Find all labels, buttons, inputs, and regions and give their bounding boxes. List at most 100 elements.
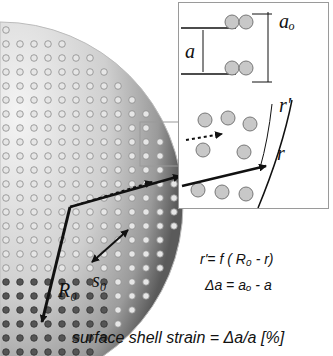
atom	[129, 279, 136, 286]
atom	[31, 335, 38, 342]
atom	[59, 69, 66, 76]
atom	[59, 335, 66, 342]
atom	[157, 237, 164, 244]
atom	[87, 181, 94, 188]
atom	[31, 223, 38, 230]
atom	[87, 125, 94, 132]
atom	[17, 69, 24, 76]
dimension-line	[252, 82, 272, 83]
atom	[45, 209, 52, 216]
formula: r'= f ( R₀ - r)	[200, 252, 274, 266]
atom	[87, 223, 94, 230]
atom	[129, 237, 136, 244]
atom	[157, 265, 164, 272]
atom	[3, 83, 10, 90]
atom	[143, 111, 150, 118]
atom	[59, 41, 66, 48]
atom	[17, 237, 24, 244]
atom	[73, 237, 80, 244]
atom	[73, 153, 80, 160]
atom-grid	[3, 27, 178, 356]
atom	[17, 125, 24, 132]
atom	[129, 307, 136, 314]
atom	[3, 223, 10, 230]
atom	[3, 153, 10, 160]
atom	[115, 279, 122, 286]
atom	[45, 335, 52, 342]
atom	[31, 293, 38, 300]
atom	[87, 293, 94, 300]
atom	[45, 139, 52, 146]
atom	[115, 111, 122, 118]
dimension-line	[252, 14, 272, 15]
atom	[101, 111, 108, 118]
atom	[31, 111, 38, 118]
atom	[31, 167, 38, 174]
atom	[17, 41, 24, 48]
atom	[59, 111, 66, 118]
atom	[129, 167, 136, 174]
atom	[87, 69, 94, 76]
atom	[59, 209, 66, 216]
atom	[3, 265, 10, 272]
atom	[73, 97, 80, 104]
half-sphere	[0, 22, 183, 356]
atom	[45, 223, 52, 230]
atom	[171, 181, 178, 188]
atom	[143, 265, 150, 272]
atom	[87, 237, 94, 244]
atom	[157, 223, 164, 230]
radius-vector	[182, 166, 266, 186]
atom	[87, 349, 94, 356]
atom	[143, 125, 150, 132]
atom	[31, 181, 38, 188]
atom	[31, 251, 38, 258]
atom	[73, 139, 80, 146]
atom	[17, 83, 24, 90]
atom	[143, 195, 150, 202]
atom	[87, 83, 94, 90]
atom	[129, 293, 136, 300]
atom	[129, 181, 136, 188]
atom	[45, 55, 52, 62]
atom	[31, 69, 38, 76]
atom	[17, 167, 24, 174]
atom	[171, 223, 178, 230]
atom	[143, 293, 150, 300]
atom	[3, 167, 10, 174]
atom	[17, 223, 24, 230]
atom	[31, 55, 38, 62]
atom	[73, 83, 80, 90]
atom	[143, 167, 150, 174]
atom	[59, 265, 66, 272]
formula: Δa = aₒ - a	[205, 278, 272, 292]
atom	[31, 97, 38, 104]
atom	[31, 349, 38, 356]
atom	[3, 251, 10, 258]
atom	[73, 181, 80, 188]
atom	[59, 167, 66, 174]
surface-arc	[258, 100, 292, 208]
atom	[87, 55, 94, 62]
atom	[3, 195, 10, 202]
atom	[17, 153, 24, 160]
atom	[73, 55, 80, 62]
atom	[129, 153, 136, 160]
atom	[31, 237, 38, 244]
atom	[45, 153, 52, 160]
atom	[3, 335, 10, 342]
atom	[157, 209, 164, 216]
atom	[73, 251, 80, 258]
atom	[101, 293, 108, 300]
atom	[59, 307, 66, 314]
vector-label: r'	[279, 95, 291, 115]
atom	[143, 153, 150, 160]
atom	[59, 83, 66, 90]
atom	[3, 307, 10, 314]
inset-ground	[178, 2, 329, 209]
atom	[3, 237, 10, 244]
inset-box: aaₒr'r	[178, 2, 329, 209]
atom	[101, 97, 108, 104]
atom	[17, 251, 24, 258]
atom	[31, 321, 38, 328]
